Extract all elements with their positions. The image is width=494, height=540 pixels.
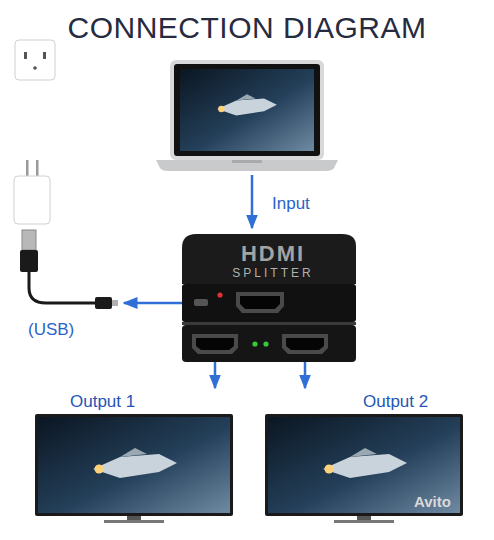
plug-pin [26, 160, 29, 176]
hdmi-port-inner [240, 296, 280, 309]
hdmi-output-port [282, 334, 328, 354]
screen-image [93, 448, 177, 478]
plug-pin [36, 160, 39, 176]
outlet-slot [33, 66, 37, 70]
connector-arrow [214, 362, 217, 388]
laptop-notch [232, 160, 262, 163]
status-led [263, 341, 268, 346]
connector-arrow [304, 362, 307, 388]
output-heading: Output 2 [360, 392, 431, 411]
tv-screen [268, 417, 460, 513]
micro-usb-tip [112, 300, 118, 306]
hdmi-port-inner [196, 338, 234, 350]
micro-usb-port [194, 299, 208, 306]
output-screen: Output 1 [35, 388, 233, 522]
screen-image [217, 94, 277, 115]
splitter-device: HDMISPLITTER [182, 236, 364, 362]
status-led [252, 341, 257, 346]
outlet-slot [43, 52, 46, 59]
screen-image [323, 448, 407, 478]
tv-stand [127, 516, 141, 520]
connection-label: (USB) [28, 320, 74, 340]
splitter-seam [182, 322, 356, 325]
tv-stand [104, 520, 164, 523]
power-led [217, 292, 222, 297]
tv-stand [357, 516, 371, 520]
outlet-slot [24, 52, 27, 59]
device-logo: SPLITTER [182, 266, 364, 280]
hdmi-input-port [236, 292, 284, 313]
power-outlet [15, 40, 55, 80]
connection-label: Input [272, 194, 310, 214]
usb-cable [29, 272, 95, 303]
micro-usb-plug [95, 297, 112, 309]
usb-a-plug [20, 250, 38, 272]
laptop-bezel [174, 64, 320, 156]
power-adapter [14, 176, 50, 224]
tv-bezel [265, 414, 463, 516]
output-heading: Output 1 [67, 392, 138, 411]
hdmi-port-inner [286, 338, 324, 350]
usb-arrow [124, 302, 184, 305]
laptop-screen [180, 69, 314, 151]
hdmi-output-port [192, 334, 238, 354]
laptop-lid [170, 60, 324, 160]
tv-bezel [35, 414, 233, 516]
device-logo: HDMI [182, 242, 364, 266]
input-arrow [251, 175, 254, 228]
usb-a-metal [22, 230, 36, 250]
laptop-base [156, 160, 338, 171]
diagram-title: CONNECTION DIAGRAM [0, 10, 494, 46]
watermark: Avito [414, 492, 451, 512]
tv-stand [334, 520, 394, 523]
tv-screen [38, 417, 230, 513]
splitter-lower [182, 325, 356, 362]
splitter-upper [182, 284, 356, 322]
